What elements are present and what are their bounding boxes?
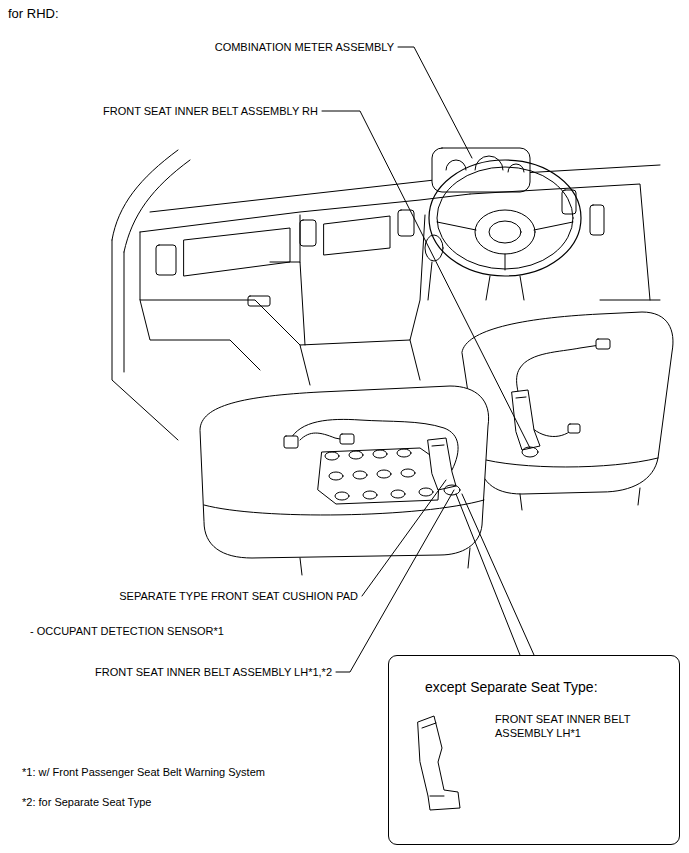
steering-column — [486, 276, 524, 300]
driver-seat-edge — [478, 458, 658, 510]
windshield-base — [150, 165, 660, 212]
glovebox-handle — [248, 296, 270, 306]
connector — [340, 434, 354, 444]
inset-box: except Separate Seat Type: FRONT SEAT INN… — [388, 655, 680, 845]
vent — [300, 220, 316, 246]
connector — [596, 339, 610, 349]
steering-wheel — [429, 160, 581, 276]
center-stack — [270, 215, 305, 345]
part-label: COMBINATION METER ASSEMBLY — [215, 40, 394, 54]
connector — [284, 436, 298, 448]
switch — [562, 190, 576, 214]
inset-buckle — [418, 716, 460, 810]
steering-hub — [475, 210, 535, 254]
buckle-slot — [516, 397, 526, 398]
footnote: *2: for Separate Seat Type — [22, 795, 151, 809]
buckle-lh — [428, 438, 456, 490]
dash-face — [140, 215, 425, 345]
footnote: *1: w/ Front Passenger Seat Belt Warning… — [22, 765, 265, 779]
part-label: FRONT SEAT INNER BELT ASSEMBLY RH — [103, 104, 318, 118]
passenger-seat — [200, 386, 489, 558]
part-label: FRONT SEAT INNER BELT ASSEMBLY LH*1,*2 — [95, 665, 332, 679]
sub-label: - OCCUPANT DETECTION SENSOR*1 — [30, 624, 224, 638]
dash-panel — [324, 216, 390, 255]
steering-wheel — [437, 167, 573, 269]
dash-top — [140, 194, 470, 232]
inset-heading: except Separate Seat Type: — [425, 678, 598, 696]
horn-pad — [489, 221, 521, 243]
vent — [156, 245, 176, 275]
switch — [590, 205, 604, 235]
dash-right — [470, 184, 660, 300]
buckle-slot — [422, 723, 444, 796]
steering-spokes — [437, 222, 573, 270]
part-label: SEPARATE TYPE FRONT SEAT CUSHION PAD — [119, 589, 358, 603]
gear-lever — [428, 262, 432, 300]
dash-lower — [140, 300, 420, 385]
view-title: for RHD: — [8, 6, 59, 23]
sensor-pad — [318, 448, 440, 504]
sensor-cells — [325, 449, 433, 500]
dash-panel — [184, 228, 290, 276]
connector — [568, 424, 580, 433]
a-pillar — [112, 150, 190, 252]
buckle-slot — [432, 445, 444, 446]
part-label: FRONT SEAT INNER BELT ASSEMBLY LH*1 — [495, 712, 670, 741]
leader-lines — [322, 47, 534, 672]
